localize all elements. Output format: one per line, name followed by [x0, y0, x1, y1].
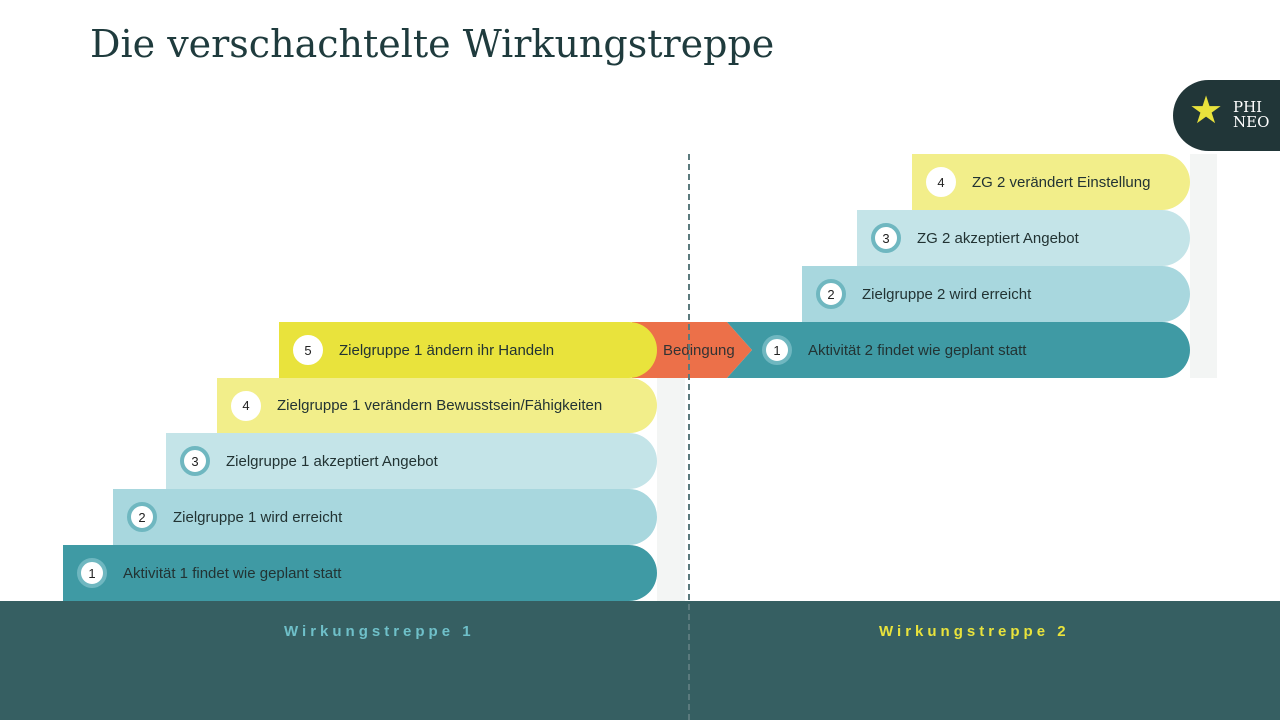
divider-line [688, 154, 690, 720]
step-text: Zielgruppe 1 verändern Bewusstsein/Fähig… [277, 397, 603, 414]
step-number: 3 [180, 446, 210, 476]
step-number: 1 [77, 558, 107, 588]
stair2-step-1: 1 Aktivität 2 findet wie geplant statt [752, 322, 1190, 378]
step-text: Zielgruppe 1 akzeptiert Angebot [226, 452, 438, 470]
footer-band [0, 601, 1280, 720]
shadow-panel [1190, 154, 1217, 378]
step-text: Aktivität 1 findet wie geplant statt [123, 564, 342, 582]
step-text: ZG 2 akzeptiert Angebot [917, 229, 1079, 247]
step-text: ZG 2 verändert Einstellung [972, 173, 1151, 191]
stair2-step-3: 3 ZG 2 akzeptiert Angebot [857, 210, 1190, 266]
step-number: 5 [293, 335, 323, 365]
stair1-step-2: 2 Zielgruppe 1 wird erreicht [113, 489, 657, 545]
stair1-step-1: 1 Aktivität 1 findet wie geplant statt [63, 545, 657, 601]
step-number: 4 [926, 167, 956, 197]
page-title: Die verschachtelte Wirkungstreppe [90, 22, 775, 66]
star-icon: ★ [1189, 90, 1224, 132]
step-number: 2 [127, 502, 157, 532]
step-number: 3 [871, 223, 901, 253]
stair1-label: Wirkungstreppe 1 [284, 623, 475, 640]
logo-text: PHI [1233, 98, 1263, 116]
logo-text: NEO [1233, 113, 1270, 131]
stair2-step-2: 2 Zielgruppe 2 wird erreicht [802, 266, 1190, 322]
stair1-step-5: 5 Zielgruppe 1 ändern ihr Handeln [279, 322, 657, 378]
step-number: 1 [762, 335, 792, 365]
step-number: 4 [231, 390, 261, 421]
step-text: Zielgruppe 1 ändern ihr Handeln [339, 341, 555, 359]
step-text: Zielgruppe 2 wird erreicht [862, 285, 1032, 303]
shadow-panel [657, 378, 685, 601]
stair1-step-3: 3 Zielgruppe 1 akzeptiert Angebot [166, 433, 657, 489]
stair2-step-4: 4 ZG 2 verändert Einstellung [912, 154, 1190, 210]
condition-label: Bedingung [663, 342, 735, 359]
step-text: Zielgruppe 1 wird erreicht [173, 508, 343, 526]
stair2-label: Wirkungstreppe 2 [879, 623, 1070, 640]
step-text: Aktivität 2 findet wie geplant statt [808, 341, 1027, 359]
step-number: 2 [816, 279, 846, 309]
stair1-step-4: 4 Zielgruppe 1 verändern Bewusstsein/Fähi… [217, 378, 657, 433]
